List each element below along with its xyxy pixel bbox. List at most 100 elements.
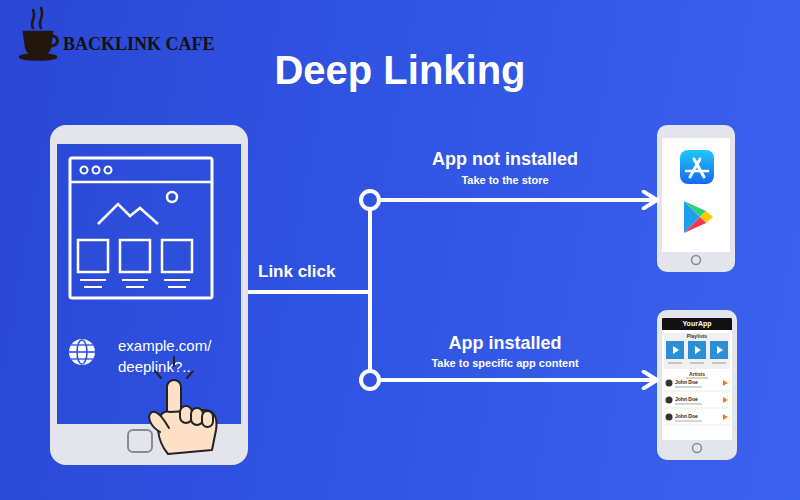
phone-screen	[662, 130, 730, 138]
diagram-title: Deep Linking	[0, 46, 800, 94]
artist-name: John Doe	[675, 396, 698, 402]
connector-group	[248, 200, 657, 380]
browser-wireframe	[105, 167, 112, 174]
globe-icon	[71, 358, 93, 359]
google-play-icon	[684, 217, 706, 233]
app-screen-content	[712, 363, 726, 364]
browser-wireframe	[168, 286, 186, 288]
connector-arrow	[248, 200, 657, 292]
edge-sub-label: Take to specific app content	[405, 357, 605, 370]
pointing-hand	[191, 408, 203, 425]
phone-screen	[662, 252, 730, 267]
junction-circle	[361, 191, 379, 389]
logo-cup	[20, 55, 56, 60]
app-screen-content	[662, 318, 732, 330]
pointing-hand	[173, 357, 175, 366]
app-screen-content	[688, 341, 706, 359]
section-heading: Playlists	[662, 333, 732, 339]
phone-app: YourAppPlaylistsArtistsJohn DoeJohn DoeJ…	[657, 310, 737, 460]
junction-circle	[361, 191, 379, 209]
browser-wireframe	[126, 286, 144, 288]
connector-arrow	[248, 292, 657, 380]
app-screen-content	[675, 387, 702, 388]
browser-wireframe	[164, 279, 190, 281]
deep-link-url: example.com/ deeplink?...	[118, 335, 230, 377]
globe-icon	[69, 339, 95, 365]
pointing-hand	[180, 406, 192, 423]
logo-cup	[24, 32, 52, 54]
browser-wireframe	[81, 167, 88, 174]
globe-icon	[69, 351, 95, 353]
app-screen-content	[664, 425, 730, 426]
browser-wireframe	[70, 181, 212, 184]
logo-cup	[49, 36, 58, 46]
phone-screen	[662, 440, 732, 455]
pointing-hand	[202, 411, 213, 427]
browser-wireframe	[80, 279, 106, 281]
app-screen-content	[695, 346, 701, 354]
phone-bezel	[57, 424, 241, 458]
app-screen-content	[673, 346, 679, 354]
phone-screen	[692, 256, 701, 265]
section-heading: Artists	[662, 371, 732, 377]
logo-cup	[32, 10, 34, 28]
app-screen-content	[675, 421, 702, 422]
junction-circle	[361, 371, 379, 389]
globe-icon	[71, 344, 93, 345]
browser-wireframe	[70, 158, 212, 298]
edge-trigger-label: Link click	[258, 262, 335, 282]
browser-wireframe	[162, 240, 192, 272]
browser-wireframe	[93, 167, 100, 174]
app-screen-content	[717, 346, 723, 354]
app-screen-content	[662, 318, 732, 425]
phone-source: example.com/ deeplink?...	[50, 125, 248, 465]
pointing-hand	[158, 410, 217, 454]
app-screen-content	[710, 341, 728, 359]
app-store-icon	[694, 159, 704, 177]
app-screen-content	[666, 380, 673, 387]
browser-wireframe	[98, 204, 158, 224]
browser-wireframe	[122, 279, 148, 281]
brand-logo-text: BACKLINK CAFE	[63, 33, 215, 55]
app-screen-content	[723, 414, 728, 420]
google-play-icon	[684, 201, 713, 233]
globe-icon	[69, 339, 95, 365]
app-screen-content	[690, 363, 704, 364]
browser-wireframe	[70, 158, 212, 298]
app-screen-content	[664, 408, 730, 409]
browser-wireframe	[78, 240, 108, 272]
app-header: YourApp	[662, 318, 732, 330]
app-store-icon	[680, 150, 714, 184]
app-screen-content	[675, 404, 702, 405]
app-store-icon	[680, 150, 714, 184]
app-screen-content	[668, 363, 682, 364]
app-screen-content	[686, 378, 708, 379]
logo-cup	[40, 8, 42, 28]
app-screen-content	[723, 380, 728, 386]
edge-label: App not installed	[405, 148, 605, 170]
pointing-hand	[149, 357, 216, 454]
logo-cup	[20, 8, 58, 60]
pointing-hand	[155, 371, 161, 378]
artist-name: John Doe	[675, 413, 698, 419]
artist-name: John Doe	[675, 379, 698, 385]
phone-bezel	[57, 132, 241, 144]
phone-bezel	[57, 132, 241, 458]
app-screen-content	[666, 397, 673, 404]
browser-wireframe	[120, 240, 150, 272]
phone-screen	[662, 130, 730, 267]
app-screen-content	[723, 397, 728, 403]
app-screen-content	[666, 341, 684, 359]
phone-screen	[693, 444, 702, 453]
pointing-hand	[187, 371, 193, 378]
phone-store	[657, 125, 735, 272]
app-screen-content	[666, 414, 673, 421]
phone-screen	[662, 315, 732, 455]
phone-screen	[662, 318, 732, 440]
pointing-hand	[167, 380, 181, 426]
browser-wireframe	[84, 286, 102, 288]
browser-wireframe	[167, 192, 177, 202]
